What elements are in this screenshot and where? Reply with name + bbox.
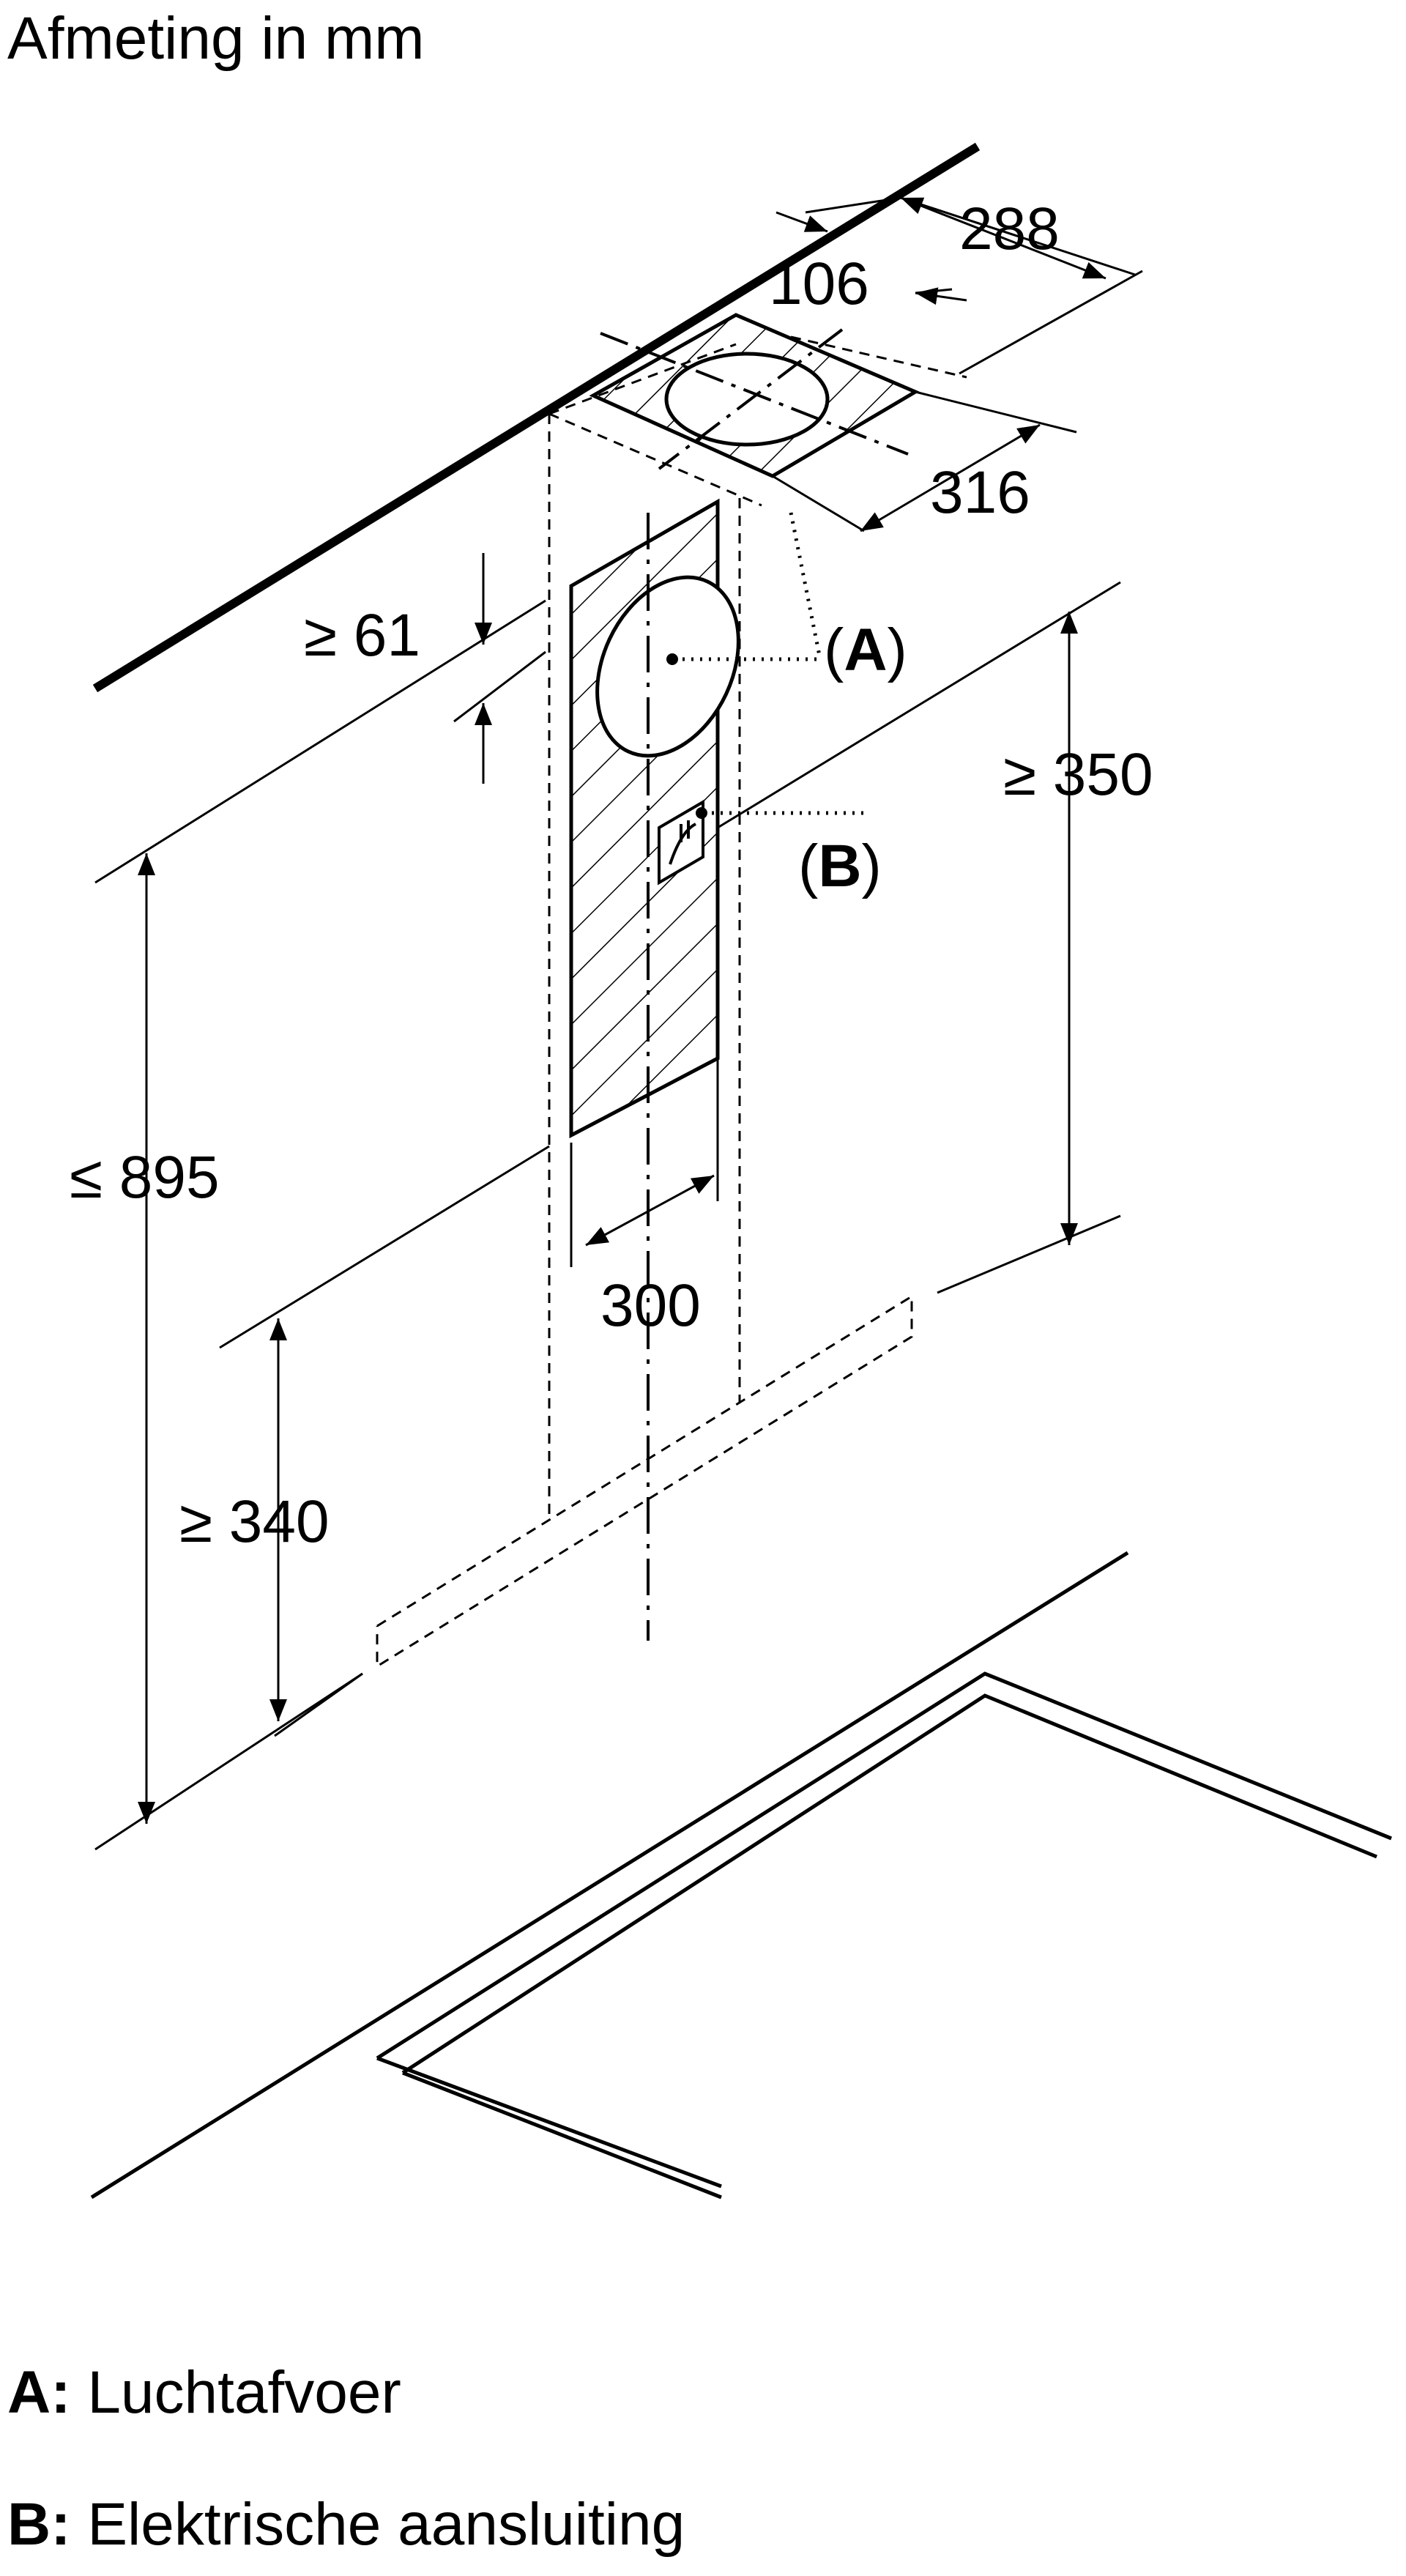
socket-icon bbox=[658, 799, 704, 886]
page-title: Afmeting in mm bbox=[7, 5, 425, 72]
dim-350-lines bbox=[717, 581, 1121, 1294]
ceiling-cutout bbox=[548, 313, 967, 507]
air-outlet-point bbox=[666, 653, 678, 665]
dim-316: 316 bbox=[930, 459, 1030, 526]
dim-895-lines bbox=[94, 853, 363, 1851]
dim-895: ≤ 895 bbox=[70, 1144, 220, 1211]
ceiling-line bbox=[92, 142, 981, 693]
dim-300: 300 bbox=[600, 1272, 701, 1339]
worktop bbox=[90, 1551, 1392, 2200]
legend-item-b: B: Elektrische aansluiting bbox=[7, 2491, 685, 2558]
callout-a: (A) bbox=[824, 617, 907, 683]
hood-outline bbox=[376, 1294, 913, 1669]
callout-leaders bbox=[674, 512, 864, 815]
dim-350: ≥ 350 bbox=[1003, 741, 1153, 808]
dim-288: 288 bbox=[959, 196, 1060, 262]
electric-point bbox=[696, 807, 707, 819]
dim-106: 106 bbox=[769, 250, 869, 317]
dim-61-lines bbox=[94, 553, 546, 884]
dim-61: ≥ 61 bbox=[304, 602, 420, 669]
dim-300-lines bbox=[570, 1058, 719, 1267]
dim-340-lines bbox=[219, 1145, 550, 1737]
legend-item-a: A: Luchtafvoer bbox=[7, 2359, 401, 2426]
dim-340: ≥ 340 bbox=[179, 1488, 330, 1555]
wall-cutout bbox=[569, 498, 740, 1641]
callout-b: (B) bbox=[798, 833, 882, 899]
top-dimension-lines bbox=[772, 196, 1143, 532]
